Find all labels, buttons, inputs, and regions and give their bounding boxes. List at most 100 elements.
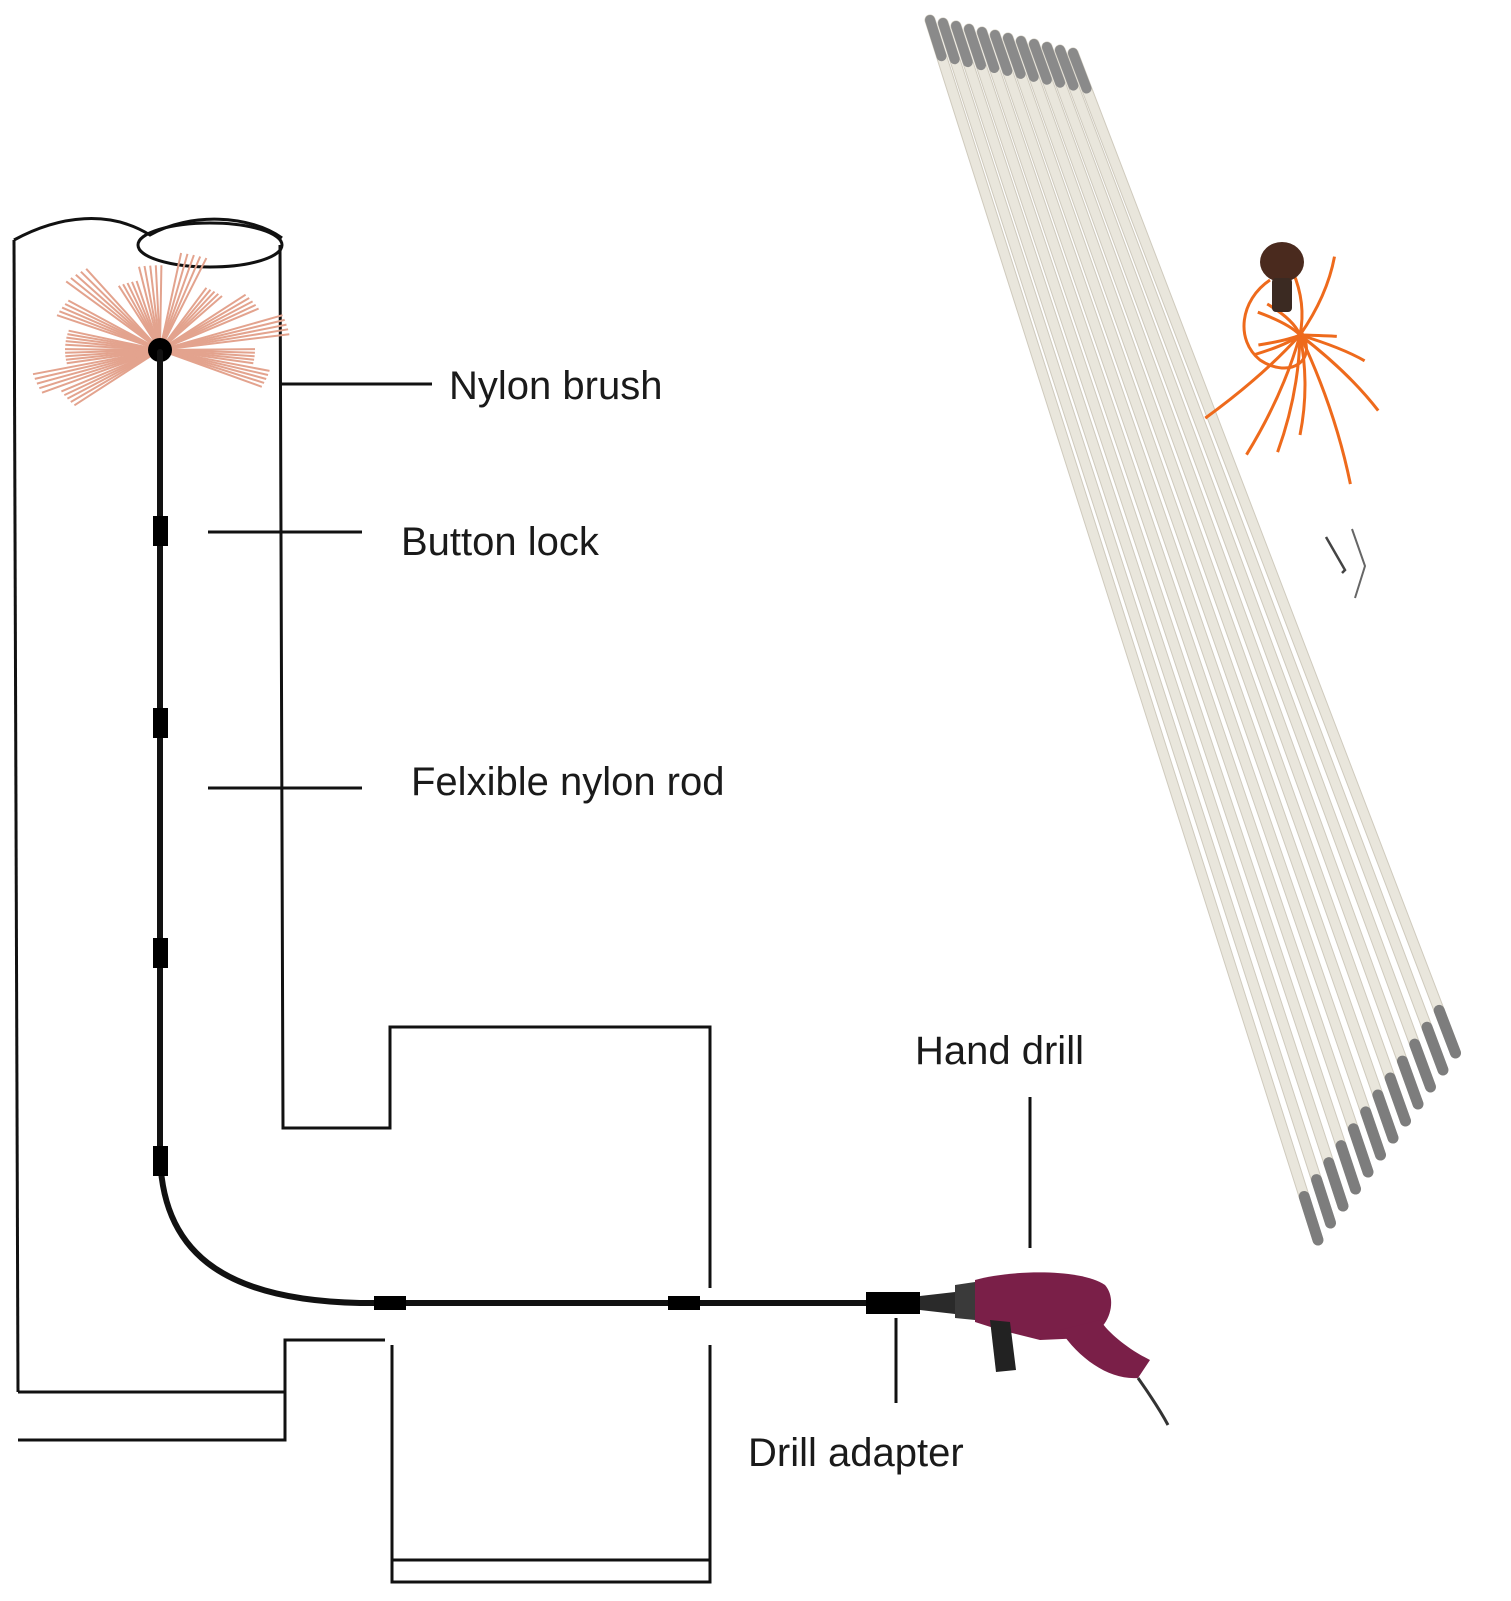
spare-brush-bristle — [1204, 333, 1302, 420]
brush-bristle — [159, 349, 263, 388]
button-lock-joint — [153, 938, 168, 968]
spare-brush-bristle — [1299, 333, 1380, 412]
button-lock-joint — [153, 708, 168, 738]
chimney-outline — [12, 217, 712, 1584]
rod — [938, 18, 1335, 1228]
rod-bottom-cap — [1384, 1072, 1411, 1127]
rod-bottom-cap — [1335, 1140, 1361, 1195]
flue-lower-wall — [18, 1338, 385, 1394]
spare-brush-bristle — [1298, 256, 1336, 336]
rod-bottom-cap — [1347, 1123, 1374, 1178]
hearth-box — [390, 1345, 712, 1584]
rod — [990, 30, 1385, 1160]
drill-side-handle — [990, 1320, 1016, 1372]
rod-bottom-cap — [1360, 1106, 1386, 1161]
drill-collar — [955, 1282, 975, 1320]
rod — [977, 27, 1373, 1177]
rod-bottom-cap — [1409, 1038, 1436, 1093]
brush-bristle — [85, 268, 161, 351]
brush-bristle — [67, 299, 161, 351]
lock-pin — [1351, 528, 1367, 599]
rod-top-cap — [1055, 45, 1079, 91]
chimney-top-rim — [13, 217, 283, 242]
spare-brush-bristle — [1299, 333, 1366, 363]
drill-cord — [1136, 1377, 1170, 1426]
spare-brush-bristle — [1298, 334, 1307, 436]
brush-bristle — [159, 333, 290, 351]
drill-chuck — [920, 1292, 955, 1314]
rod-top-cap — [938, 18, 960, 65]
button-lock-joints — [153, 516, 700, 1310]
label-flexible-rod: Felxible nylon rod — [411, 760, 725, 804]
rod-top-cap — [925, 15, 947, 62]
drill-adapter — [866, 1292, 920, 1314]
rod — [964, 24, 1360, 1194]
brush-bristle — [159, 257, 208, 351]
spare-brush-cap — [1260, 242, 1304, 282]
brush-bristle — [159, 253, 189, 351]
rod-top-cap — [951, 21, 973, 68]
brush-bristle — [68, 329, 161, 351]
label-hand-drill: Hand drill — [915, 1029, 1084, 1073]
nylon-brush-icon — [32, 252, 290, 407]
rod — [1068, 48, 1460, 1058]
spare-brush-bristle — [1245, 334, 1302, 456]
brush-bristle — [64, 348, 161, 351]
spare-brush-bristle — [1254, 333, 1301, 356]
brush-bristle — [159, 307, 259, 351]
rod-bottom-cap — [1311, 1174, 1336, 1229]
rod-top-cap — [1042, 42, 1066, 88]
spare-brush-bristle — [1298, 334, 1352, 485]
button-lock-joint — [153, 1146, 168, 1176]
spare-brush-bristle — [1276, 334, 1302, 453]
label-button-lock: Button lock — [401, 520, 600, 564]
button-lock-joint — [668, 1296, 700, 1310]
rod-top-cap — [1003, 33, 1026, 79]
rod — [1003, 33, 1398, 1143]
brush-bristle — [159, 265, 163, 351]
rod-top-cap — [1016, 36, 1039, 82]
drill-handle — [1060, 1320, 1150, 1379]
chimney-right-wall — [278, 244, 712, 1288]
brush-bristle — [159, 254, 195, 351]
hand-drill-icon — [920, 1272, 1170, 1426]
flexible-nylon-rod — [157, 349, 903, 1306]
rod-bottom-cap — [1421, 1021, 1449, 1076]
brush-bristle — [61, 349, 161, 393]
rod-top-cap — [990, 30, 1013, 76]
nylon-rod-bundle-icon — [924, 14, 1461, 1246]
brush-bristle — [159, 295, 223, 351]
rod-bottom-cap — [1433, 1004, 1461, 1059]
rod-bottom-cap — [1397, 1055, 1424, 1110]
rod — [1042, 42, 1435, 1092]
brush-bristle — [159, 256, 202, 351]
brush-bristle — [159, 252, 183, 351]
flue-base-left — [18, 1392, 287, 1442]
rod-bottom-cap — [1372, 1089, 1399, 1144]
rod-bottom-cap — [1323, 1157, 1349, 1212]
rod — [1055, 45, 1448, 1075]
label-drill-adapter: Drill adapter — [748, 1431, 964, 1475]
button-lock-joint — [153, 516, 168, 546]
spare-brush-bristle — [1257, 310, 1302, 337]
rod-top-cap — [1029, 39, 1052, 85]
rod-bottom-cap — [1298, 1191, 1324, 1246]
label-nylon-brush: Nylon brush — [449, 364, 662, 408]
spare-brush-hub — [1272, 278, 1292, 312]
rod — [1016, 36, 1410, 1126]
button-lock-joint — [374, 1296, 406, 1310]
chimney-opening — [136, 221, 284, 269]
rod-top-cap — [964, 24, 986, 71]
rod-top-cap — [977, 27, 1000, 73]
rod — [951, 21, 1348, 1211]
spare-orange-brush-icon — [1204, 242, 1380, 485]
rod — [1029, 39, 1423, 1109]
leader-lines — [208, 382, 1032, 1403]
lock-pin — [1324, 536, 1347, 574]
spare-brush-loop — [1242, 278, 1308, 370]
brush-bristle — [32, 349, 161, 376]
rod-top-cap — [1068, 48, 1092, 94]
lock-pin-icon — [1324, 528, 1367, 599]
rod — [925, 15, 1323, 1245]
